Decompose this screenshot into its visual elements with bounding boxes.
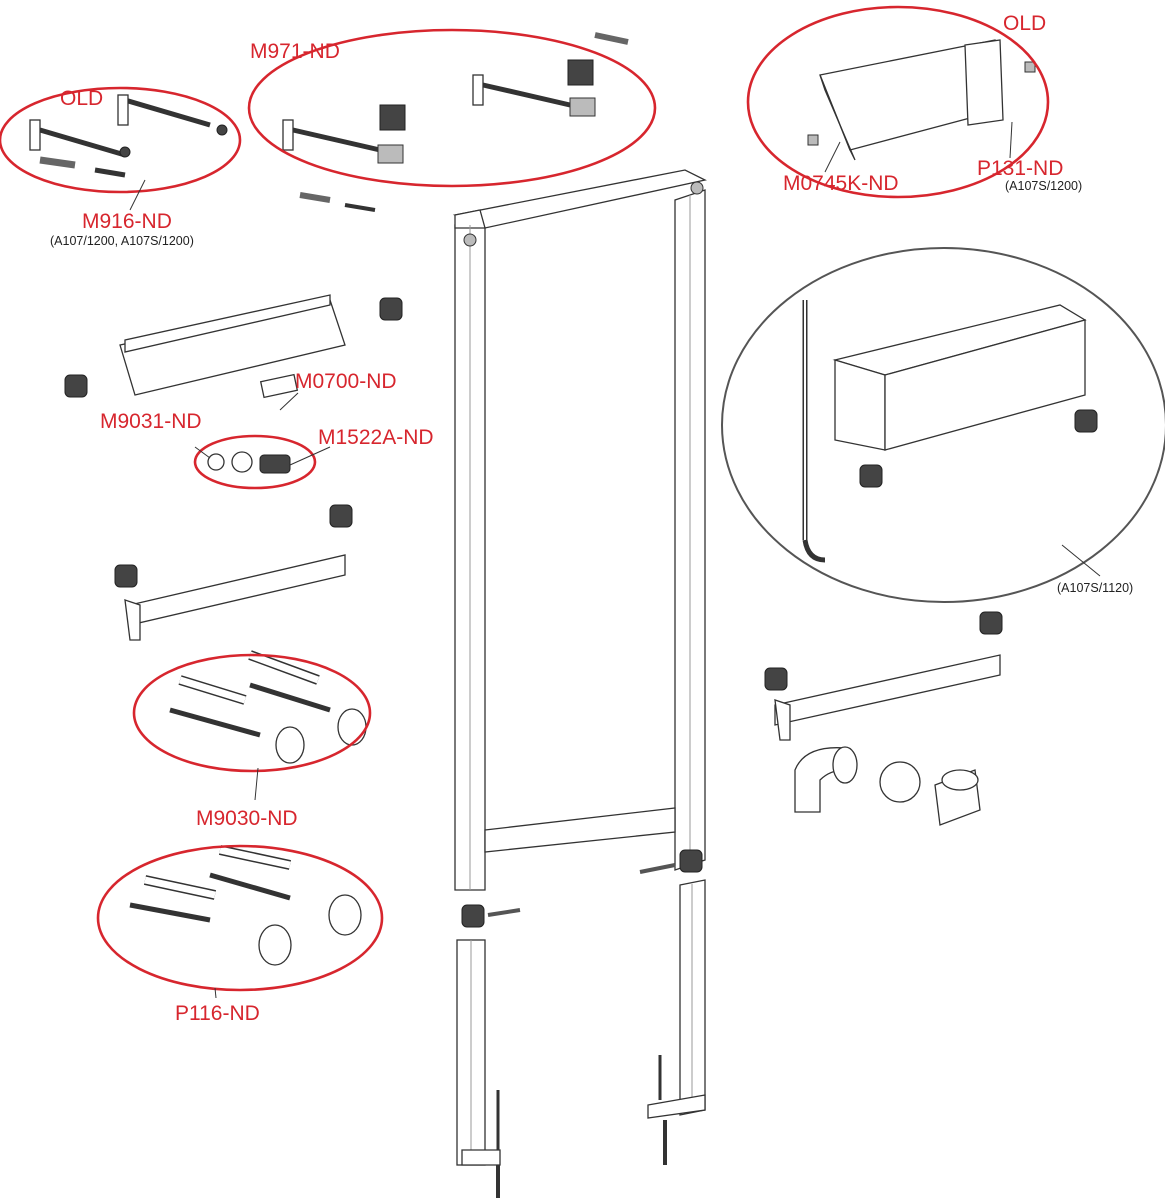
label-m916: M916-ND [82,210,172,233]
m916-parts [29,94,228,178]
label-m9030: M9030-ND [196,807,298,830]
callout-m9030 [132,653,372,773]
label-m0745k: M0745K-ND [783,172,899,195]
callout-old-left [0,86,242,194]
label-m971: M971-ND [250,40,340,63]
label-m9031: M9031-ND [100,410,202,433]
main-frame [452,169,707,891]
m971-parts [282,32,629,212]
label-m1522a: M1522A-ND [318,426,434,449]
callout-old-right [746,5,1050,199]
a107s-1120-parts [802,300,1098,563]
callout-m971 [247,28,657,188]
label-old-right: OLD [1003,12,1046,35]
label-old-left: OLD [60,87,103,110]
label-p131: P131-ND [977,157,1063,180]
label-a107s-1120: (A107S/1120) [1057,581,1133,595]
label-p131-sub: (A107S/1200) [1005,179,1082,193]
label-p116: P116-ND [175,1002,260,1025]
callout-m9031 [193,434,317,490]
upper-bracket [64,294,403,474]
callout-a107s-1120 [721,247,1165,603]
label-m0700: M0700-ND [295,370,397,393]
lower-legs [456,849,706,1198]
callout-p116 [96,844,384,992]
label-m916-sub: (A107/1200, A107S/1200) [50,234,194,248]
lower-rail-parts [764,611,1003,826]
p116-parts [129,845,362,966]
middle-rail [114,504,353,641]
p131-box [807,39,1036,161]
leader-lines [129,121,1101,999]
